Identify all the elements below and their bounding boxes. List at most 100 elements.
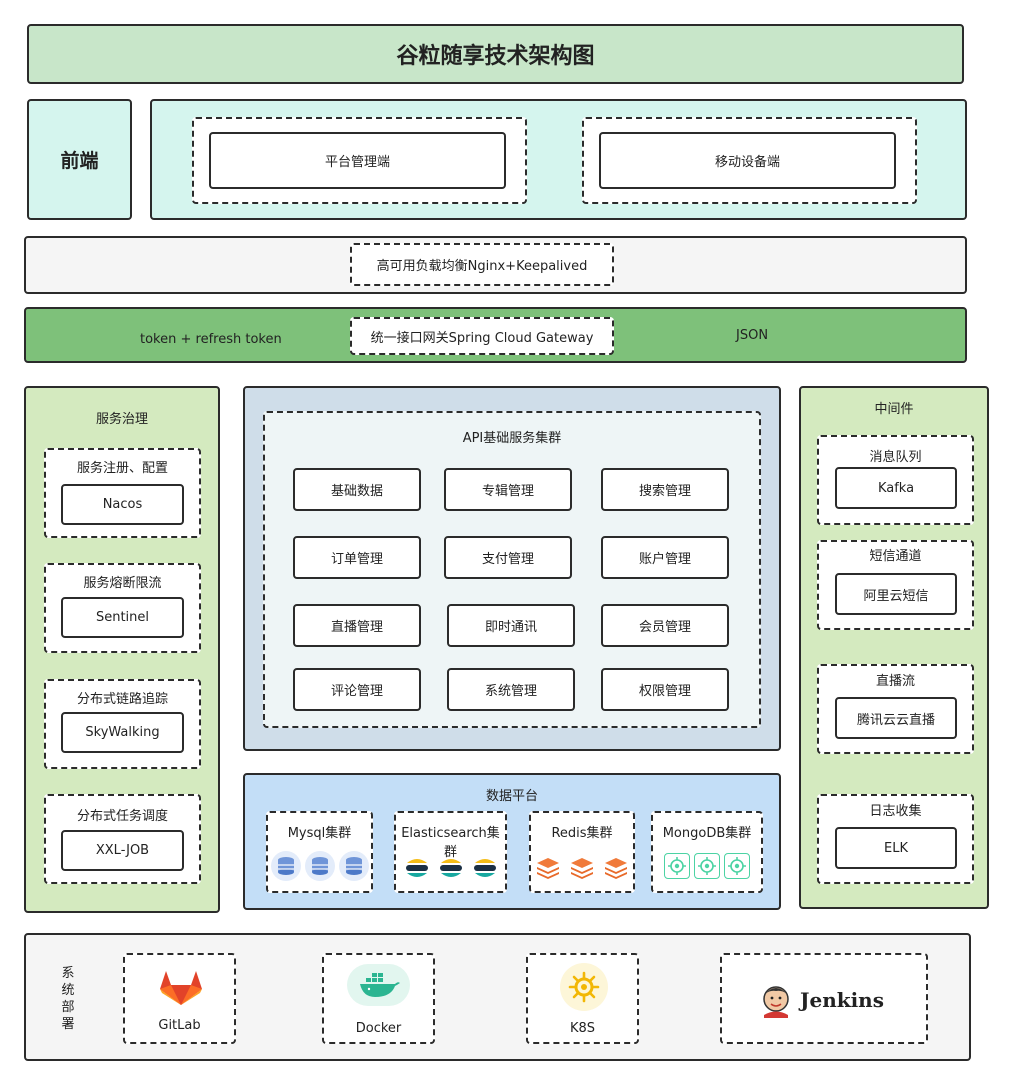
elasticsearch-icon <box>402 853 432 883</box>
elk-label: ELK <box>884 840 908 856</box>
middleware-group-sms: 短信通道 阿里云短信 <box>817 540 974 630</box>
elasticsearch-cluster: Elasticsearch集群 <box>394 811 507 893</box>
database-icon <box>338 851 369 881</box>
redis-cluster: Redis集群 <box>529 811 635 893</box>
jenkins-icon <box>760 984 792 1022</box>
governance-title: 服务治理 <box>95 412 148 427</box>
redis-icon <box>567 853 597 883</box>
docker-label: Docker <box>355 1021 402 1036</box>
middleware-group-title: 直播流 <box>875 674 915 689</box>
database-icon <box>270 851 301 881</box>
page-title: 谷粒随享技术架构图 <box>396 44 595 69</box>
mysql-cluster-label: Mysql集群 <box>287 826 352 841</box>
api-cluster-title: API基础服务集群 <box>462 431 562 446</box>
gitlab-box: GitLab <box>123 953 236 1044</box>
gateway-layer: token + refresh token 统一接口网关Spring Cloud… <box>24 307 967 363</box>
elasticsearch-icon <box>470 853 500 883</box>
mongodb-cluster: MongoDB集群 <box>651 811 763 893</box>
data-platform-panel: 数据平台 Mysql集群 Elasticsearch集群 <box>243 773 781 910</box>
service-box: 订单管理 <box>293 536 421 579</box>
gateway-box: 统一接口网关Spring Cloud Gateway <box>350 317 614 355</box>
nginx-box: 高可用负载均衡Nginx+Keepalived <box>350 243 614 286</box>
service-box: 直播管理 <box>293 604 421 647</box>
governance-group-title: 服务熔断限流 <box>83 576 162 591</box>
service-box: 系统管理 <box>447 668 575 711</box>
frontend-mobile-group: 移动设备端 <box>582 117 917 204</box>
k8s-box: K8S <box>526 953 639 1044</box>
service-box: 专辑管理 <box>444 468 572 511</box>
tencent-live-label: 腾讯云云直播 <box>856 712 935 728</box>
service-box: 权限管理 <box>601 668 729 711</box>
mongodb-icon <box>724 853 750 879</box>
elasticsearch-cluster-label: Elasticsearch集群 <box>401 826 500 860</box>
aliyun-sms-label: 阿里云短信 <box>863 588 929 604</box>
kafka-label: Kafka <box>877 480 915 496</box>
governance-group-title: 服务注册、配置 <box>76 461 168 476</box>
kubernetes-icon <box>560 963 608 1011</box>
redis-icon <box>601 853 631 883</box>
service-box: 支付管理 <box>444 536 572 579</box>
deploy-label: 系统部署 <box>61 966 75 1032</box>
redis-icon <box>533 853 563 883</box>
xxljob-label: XXL-JOB <box>95 843 150 858</box>
sentinel-label: Sentinel <box>95 610 150 625</box>
service-box: 会员管理 <box>601 604 729 647</box>
admin-portal-label: 平台管理端 <box>324 155 390 170</box>
frontend-label: 前端 <box>60 150 99 172</box>
service-box: 搜索管理 <box>601 468 729 511</box>
middleware-group-title: 消息队列 <box>869 450 922 465</box>
nginx-layer: 高可用负载均衡Nginx+Keepalived <box>24 236 967 294</box>
service-box: 账户管理 <box>601 536 729 579</box>
title-bar: 谷粒随享技术架构图 <box>27 24 964 84</box>
frontend-label-box: 前端 <box>27 99 132 220</box>
governance-group-tracing: 分布式链路追踪 SkyWalking <box>44 679 201 769</box>
database-icon <box>304 851 335 881</box>
frontend-admin-group: 平台管理端 <box>192 117 527 204</box>
admin-portal-box: 平台管理端 <box>209 132 506 189</box>
mongodb-icon <box>664 853 690 879</box>
mysql-cluster: Mysql集群 <box>266 811 373 893</box>
gitlab-icon <box>158 967 204 1011</box>
middleware-title: 中间件 <box>874 402 914 417</box>
middleware-panel: 中间件 消息队列 Kafka 短信通道 阿里云短信 直播流 腾讯云云直播 日志收… <box>799 386 989 909</box>
middleware-group-title: 日志收集 <box>869 804 922 819</box>
gitlab-label: GitLab <box>158 1018 201 1033</box>
governance-group-title: 分布式链路追踪 <box>76 692 168 707</box>
mobile-portal-box: 移动设备端 <box>599 132 896 189</box>
data-platform-title: 数据平台 <box>485 789 538 804</box>
elk-box: ELK <box>835 827 957 869</box>
mongodb-cluster-label: MongoDB集群 <box>662 826 752 841</box>
service-box: 评论管理 <box>293 668 421 711</box>
middleware-group-live: 直播流 腾讯云云直播 <box>817 664 974 754</box>
frontend-panel: 平台管理端 移动设备端 <box>150 99 967 220</box>
docker-box: Docker <box>322 953 435 1044</box>
nacos-box: Nacos <box>61 484 184 525</box>
sentinel-box: Sentinel <box>61 597 184 638</box>
mobile-portal-label: 移动设备端 <box>714 155 780 170</box>
governance-group-circuit: 服务熔断限流 Sentinel <box>44 563 201 653</box>
api-cluster: API基础服务集群 基础数据 专辑管理 搜索管理 订单管理 支付管理 账户管理 … <box>263 411 761 728</box>
nacos-label: Nacos <box>102 497 143 512</box>
governance-group-scheduling: 分布式任务调度 XXL-JOB <box>44 794 201 884</box>
middleware-group-mq: 消息队列 Kafka <box>817 435 974 525</box>
api-panel: API基础服务集群 基础数据 专辑管理 搜索管理 订单管理 支付管理 账户管理 … <box>243 386 781 751</box>
mongodb-icon <box>694 853 720 879</box>
jenkins-label: Jenkins <box>800 988 884 1012</box>
middleware-group-log: 日志收集 ELK <box>817 794 974 884</box>
docker-icon <box>347 964 410 1006</box>
tencent-live-box: 腾讯云云直播 <box>835 697 957 739</box>
governance-panel: 服务治理 服务注册、配置 Nacos 服务熔断限流 Sentinel 分布式链路… <box>24 386 220 913</box>
service-box: 即时通讯 <box>447 604 575 647</box>
kafka-box: Kafka <box>835 467 957 509</box>
governance-group-registry: 服务注册、配置 Nacos <box>44 448 201 538</box>
redis-cluster-label: Redis集群 <box>551 826 613 841</box>
nginx-label: 高可用负载均衡Nginx+Keepalived <box>376 259 588 274</box>
deploy-panel: 系统部署 GitLab Docker <box>24 933 971 1061</box>
token-label: token + refresh token <box>140 332 282 347</box>
elasticsearch-icon <box>436 853 466 883</box>
skywalking-label: SkyWalking <box>85 725 160 740</box>
middleware-group-title: 短信通道 <box>869 549 922 564</box>
service-box: 基础数据 <box>293 468 421 511</box>
aliyun-sms-box: 阿里云短信 <box>835 573 957 615</box>
gateway-label: 统一接口网关Spring Cloud Gateway <box>370 330 594 346</box>
